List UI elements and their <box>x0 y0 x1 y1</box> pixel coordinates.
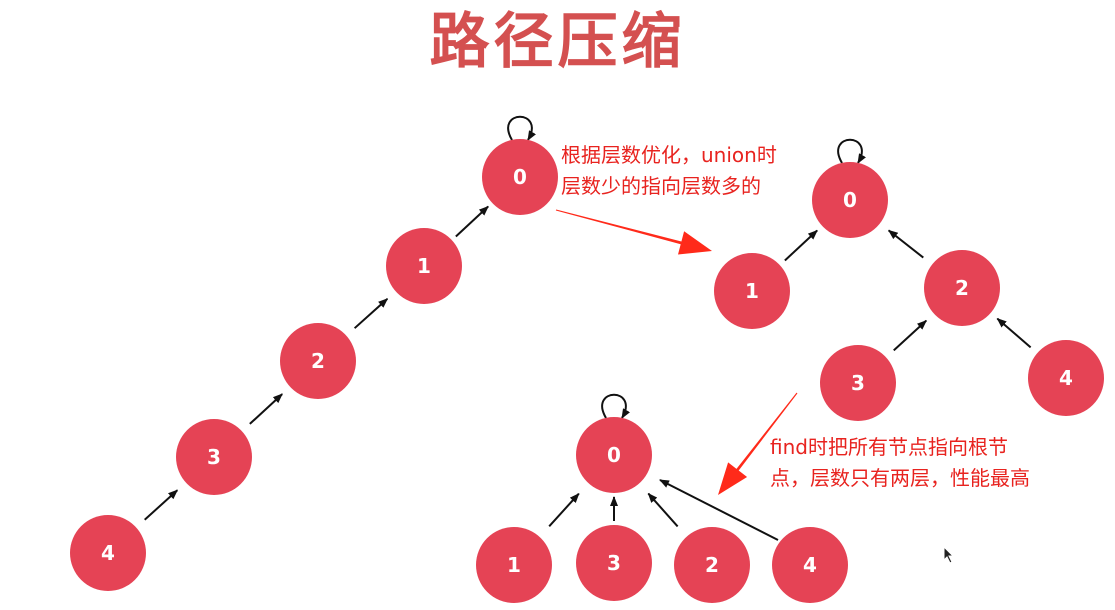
rank-tree-edge-2-to-0 <box>887 229 924 259</box>
rank-tree-node-1: 1 <box>714 253 790 329</box>
chain-tree-self-loop <box>507 115 536 141</box>
rank-tree-edge-1-to-0 <box>784 229 818 262</box>
rank-tree-self-loop <box>837 138 866 164</box>
rank-optimization-line-1: 根据层数优化，union时 <box>561 143 777 167</box>
compressed-tree-node-label: 3 <box>607 551 621 575</box>
compressed-tree-edge-2-to-0 <box>647 492 679 528</box>
chain-tree-node-1: 1 <box>386 228 462 304</box>
compressed-tree-node-label: 1 <box>507 553 521 577</box>
compressed-tree-self-loop <box>601 393 630 419</box>
rank-optimization-note: 根据层数优化，union时 层数少的指向层数多的 <box>561 140 777 202</box>
chain-tree-node-label: 4 <box>101 541 115 565</box>
rank-tree-node-label: 3 <box>851 371 865 395</box>
path-compression-arrow <box>718 392 798 495</box>
compressed-tree-node-label: 0 <box>607 443 621 467</box>
chain-tree-node-3: 3 <box>176 419 252 495</box>
chain-tree-edge-2-to-1 <box>353 298 389 329</box>
compressed-tree-node-1: 1 <box>476 527 552 603</box>
path-compression-line-1: find时把所有节点指向根节 <box>770 435 1008 459</box>
chain-tree-node-label: 1 <box>417 254 431 278</box>
slide-title: 路径压缩 <box>429 7 686 77</box>
rank-tree-node-2: 2 <box>924 250 1000 326</box>
compressed-tree-node-0: 0 <box>576 417 652 493</box>
rank-tree-node-label: 0 <box>843 188 857 212</box>
chain-tree-node-label: 2 <box>311 349 325 373</box>
chain-tree-edge-3-to-2 <box>249 393 283 425</box>
rank-tree-node-label: 4 <box>1059 366 1073 390</box>
path-compression-note: find时把所有节点指向根节 点，层数只有两层，性能最高 <box>770 432 1030 494</box>
chain-tree-node-2: 2 <box>280 323 356 399</box>
rank-tree-node-4: 4 <box>1028 340 1104 416</box>
compressed-tree-node-3: 3 <box>576 525 652 601</box>
compressed-tree-node-label: 2 <box>705 553 719 577</box>
rank-tree-node-label: 2 <box>955 276 969 300</box>
rank-tree-edge-4-to-2 <box>996 317 1032 349</box>
chain-tree-node-label: 0 <box>513 165 527 189</box>
compressed-tree-edge-1-to-0 <box>548 492 580 527</box>
path-compression-line-2: 点，层数只有两层，性能最高 <box>770 466 1030 490</box>
rank-tree-node-0: 0 <box>812 162 888 238</box>
chain-tree-node-0: 0 <box>482 139 558 215</box>
chain-tree-edge-4-to-3 <box>144 489 179 521</box>
compressed-tree-node-2: 2 <box>674 527 750 603</box>
compressed-tree-node-label: 4 <box>803 553 817 577</box>
rank-tree-node-3: 3 <box>820 345 896 421</box>
chain-tree-edge-1-to-0 <box>455 205 489 238</box>
mouse-cursor-icon <box>943 546 955 564</box>
rank-tree-node-label: 1 <box>745 279 759 303</box>
compressed-tree-edge-4-to-0 <box>659 479 779 541</box>
compressed-tree-node-4: 4 <box>772 527 848 603</box>
rank-optimization-line-2: 层数少的指向层数多的 <box>561 174 761 198</box>
rank-tree-edge-3-to-2 <box>893 319 927 352</box>
rank-optimization-arrow <box>555 209 712 255</box>
chain-tree-node-4: 4 <box>70 515 146 591</box>
chain-tree-node-label: 3 <box>207 445 221 469</box>
